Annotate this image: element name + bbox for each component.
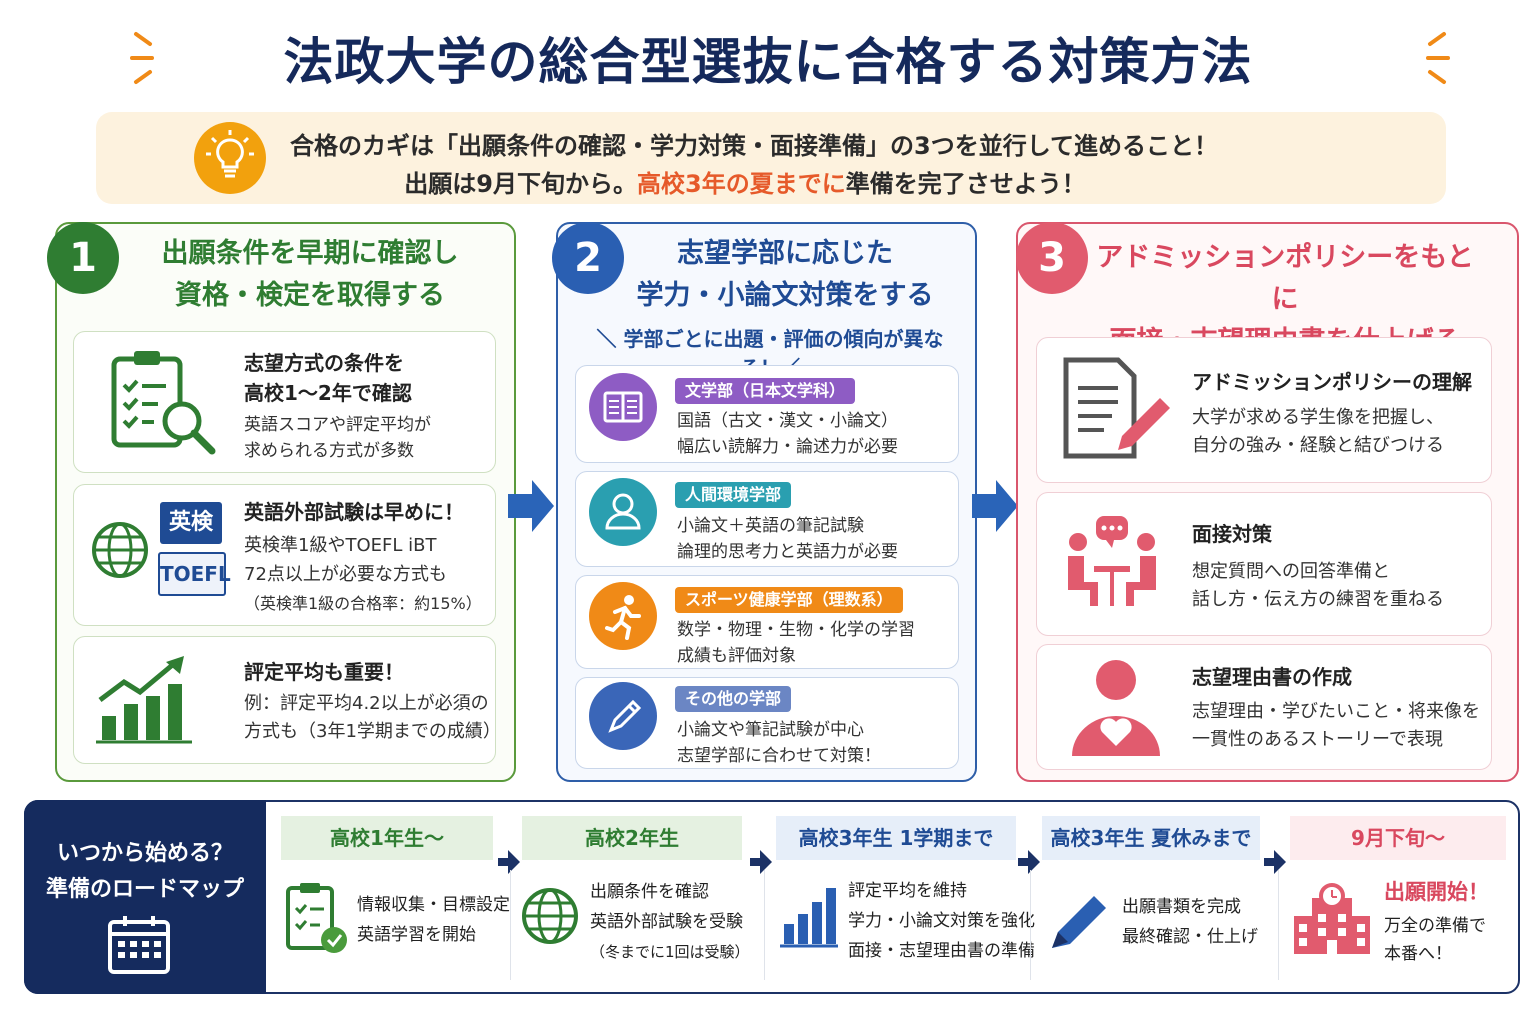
roadmap-step-text: 出願条件を確認英語外部試験を受験（冬までに1回は受験） [590, 882, 750, 961]
step-number-2: 2 [552, 222, 624, 294]
spark-left-icon [130, 32, 154, 84]
roadmap-divider [1278, 870, 1279, 980]
toefl-badge: TOEFL [158, 552, 231, 596]
card-english-tests [73, 484, 496, 626]
faculty-tag: その他の学部 [675, 686, 792, 712]
banner-line-1: 合格のカギは「出願条件の確認・学力対策・面接準備」の3つを並行して進めること！ [290, 132, 1218, 160]
arrow-right-icon [1264, 850, 1286, 874]
roadmap-step-label: 高校2年生 [522, 816, 742, 860]
card-description: 大学が求める学生像を把握し、自分の強み・経験と結びつける [1192, 407, 1444, 456]
roadmap-step-text: 評定平均を維持学力・小論文対策を強化面接・志望理由書の準備 [848, 881, 1035, 961]
card-title: 英語外部試験は早めに！ [244, 500, 464, 524]
globe-icon [522, 888, 578, 944]
card-title: 志望理由書の作成 [1192, 665, 1352, 689]
step-number-3: 3 [1016, 222, 1088, 294]
roadmap-step-text: 情報収集・目標設定英語学習を開始 [357, 895, 510, 945]
card-title: アドミッションポリシーの理解 [1192, 370, 1472, 394]
roadmap-step-label: 高校3年生 1学期まで [776, 816, 1016, 860]
bar-chart-up-icon [96, 656, 192, 744]
card-description: 英語スコアや評定平均が求められる方式が多数 [244, 415, 431, 461]
banner-line-2: 出願は9月下旬から。高校3年の夏までに準備を完了させよう！ [404, 170, 1086, 198]
roadmap-step-label: 高校3年生 夏休みまで [1042, 816, 1260, 860]
book-icon [589, 373, 657, 441]
card-description: 小論文＋英語の筆記試験論理的思考力と英語力が必要 [677, 516, 898, 562]
page-title: 法政大学の総合型選抜に合格する対策方法 [283, 33, 1253, 91]
card-description: 小論文や筆記試験が中心志望学部に合わせて対策！ [677, 720, 881, 766]
roadmap-header [24, 800, 266, 994]
key-points-banner [96, 112, 1446, 204]
school-building-icon [1294, 883, 1370, 954]
card-title: 評定平均も重要！ [244, 660, 404, 684]
runner-icon [589, 582, 657, 650]
arrow-right-icon [1018, 850, 1040, 874]
clipboard-check-icon [286, 883, 347, 953]
arrow-right-icon [972, 480, 1018, 532]
person-icon [589, 478, 657, 546]
pencil-icon [1052, 896, 1106, 948]
document-pen-icon [1063, 357, 1170, 459]
card-description: 志望理由・学びたいこと・将来像を一貫性のあるストーリーで表現 [1192, 701, 1480, 750]
card-description: 想定質問への回答準備と話し方・伝え方の練習を重ねる [1192, 561, 1444, 610]
bar-chart-icon [780, 888, 838, 948]
faculty-tag: スポーツ健康学部（理数系） [675, 587, 903, 613]
card-description: 例：評定平均4.2以上が必須の方式も（3年1学期までの成績） [244, 693, 501, 742]
spark-right-icon [1426, 32, 1450, 84]
interview-icon [1068, 516, 1156, 606]
arrow-right-icon [750, 850, 772, 874]
column-1-heading: 出願条件を早期に確認し資格・検定を取得する [161, 238, 459, 311]
banner-highlight: 高校3年の夏までに [637, 170, 846, 198]
roadmap-divider [510, 870, 511, 980]
person-heart-icon [1072, 660, 1160, 756]
eiken-badge: 英検 [160, 502, 222, 544]
roadmap-final-title: 出願開始！ [1384, 880, 1489, 904]
roadmap-step-label: 9月下旬〜 [1290, 816, 1506, 860]
faculty-tag: 文学部（日本文学科） [675, 378, 856, 404]
lightbulb-icon [194, 122, 266, 194]
arrow-right-icon [498, 850, 520, 874]
roadmap-panel [24, 800, 1520, 994]
roadmap-divider [764, 870, 765, 980]
clipboard-search-icon [111, 351, 216, 455]
card-title: 志望方式の条件を高校1〜2年で確認 [244, 351, 412, 405]
card-title: 面接対策 [1192, 522, 1272, 546]
calendar-icon [108, 916, 170, 974]
globe-icon [92, 522, 148, 578]
roadmap-step-label: 高校1年生〜 [281, 816, 493, 860]
card-description: 国語（古文・漢文・小論文）幅広い読解力・論述力が必要 [677, 411, 898, 457]
roadmap-title: いつから始める？準備のロードマップ [45, 841, 244, 902]
arrow-right-icon [508, 480, 554, 532]
faculty-tag: 人間環境学部 [675, 482, 792, 508]
column-2-heading: 志望学部に応じた学力・小論文対策をする [636, 238, 934, 311]
pencil-icon [589, 682, 657, 750]
roadmap-step-text: 万全の準備で本番へ！ [1384, 916, 1486, 964]
card-description: 数学・物理・生物・化学の学習成績も評価対象 [677, 620, 915, 666]
roadmap-step-text: 出願書類を完成最終確認・仕上げ [1122, 897, 1258, 947]
roadmap-divider [1030, 870, 1031, 980]
step-number-1: 1 [47, 222, 119, 294]
